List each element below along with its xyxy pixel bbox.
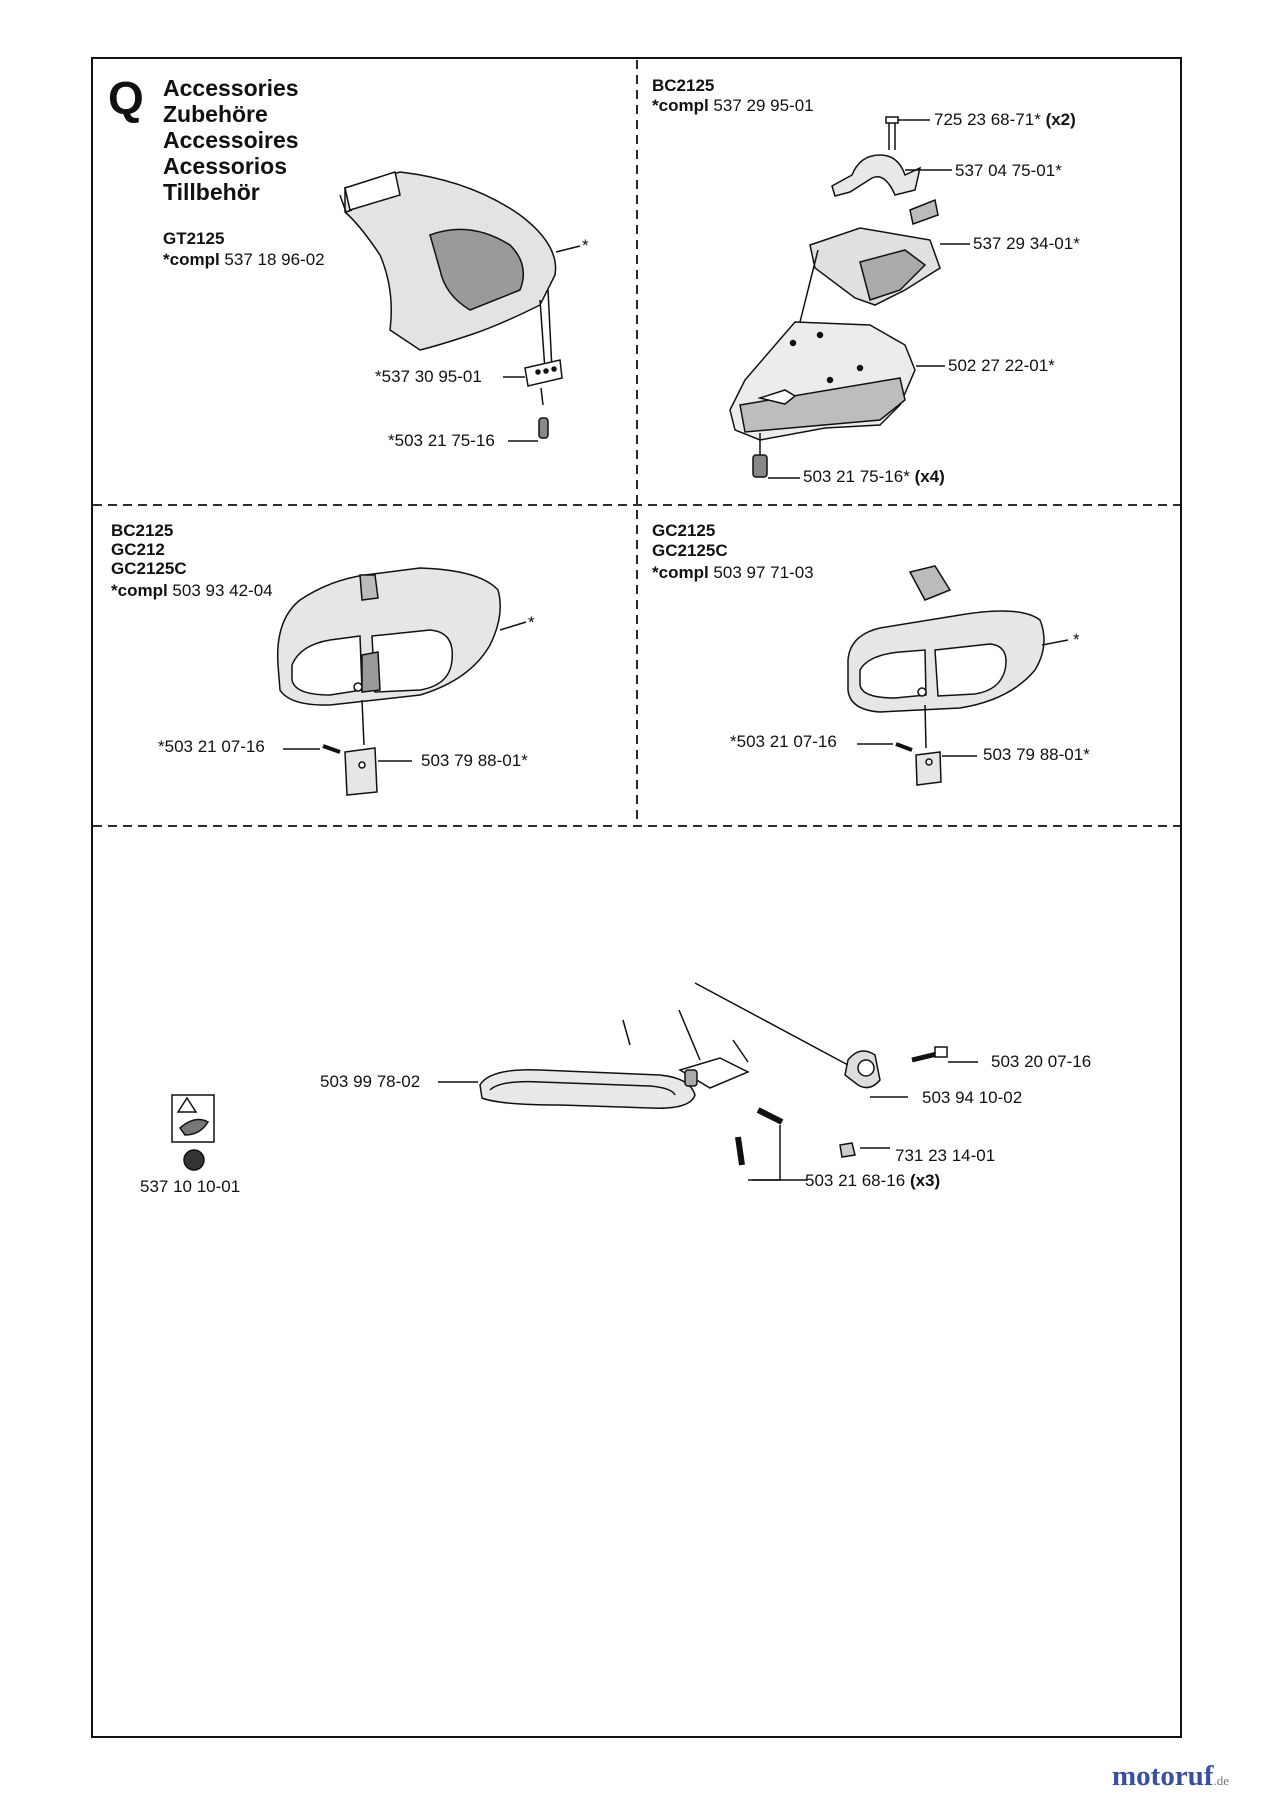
- loop-handle-label: 503 99 78-02: [320, 1072, 421, 1091]
- title-swedish: Tillbehör: [163, 179, 260, 205]
- gt2125-compl: *compl 537 18 96-02: [163, 250, 325, 269]
- title-french: Accessoires: [163, 127, 299, 153]
- gc2125-screw-label: *503 21 07-16: [730, 732, 837, 751]
- gc2125-guard-label: *: [1073, 630, 1080, 649]
- bc2125-mid-compl: *compl 503 93 42-04: [111, 581, 273, 600]
- bc2125-guard-label: 502 27 22-01*: [948, 356, 1055, 375]
- gc2125-plate-label: 503 79 88-01*: [983, 745, 1090, 764]
- handle-nut-label: 731 23 14-01: [895, 1146, 996, 1165]
- diagram-frame: [91, 57, 1182, 1738]
- section-letter: Q: [108, 72, 144, 124]
- warning-decal-drawing: [171, 1094, 215, 1171]
- title-german: Zubehöre: [163, 101, 268, 127]
- bc2125-top-compl: *compl 537 29 95-01: [652, 96, 814, 115]
- bc2125-blade-guard-drawing: [729, 116, 970, 479]
- gc2125-model-2: GC2125C: [652, 541, 728, 560]
- gt2125-model: GT2125: [163, 229, 225, 248]
- gc2125-grass-guard-drawing: [847, 565, 1069, 786]
- gc2125-compl: *compl 503 97 71-03: [652, 563, 814, 582]
- handle-screws-label: 503 21 68-16 (x3): [805, 1171, 941, 1190]
- title-english: Accessories: [163, 75, 299, 101]
- brand-name: motoruf: [1112, 1760, 1214, 1792]
- bc2125-clamp-label: 537 04 75-01*: [955, 161, 1062, 180]
- title-portuguese: Acessorios: [163, 153, 288, 179]
- bc2125-mid-model-2: GC212: [111, 540, 165, 559]
- gt2125-screw-label: *503 21 75-16: [388, 431, 495, 450]
- gc2125-model-1: GC2125: [652, 521, 716, 540]
- handle-bolt-label: 503 20 07-16: [991, 1052, 1092, 1071]
- bc2125-screw-label: 503 21 75-16* (x4): [803, 467, 945, 486]
- handle-clamp-label: 503 94 10-02: [922, 1088, 1023, 1107]
- bc2125-top-model: BC2125: [652, 76, 715, 95]
- gt2125-guard-label: *: [582, 236, 589, 255]
- bc2125-grass-guard-drawing: [276, 567, 527, 796]
- bc2125-mid-model-3: GC2125C: [111, 559, 187, 578]
- decal-label: 537 10 10-01: [140, 1177, 241, 1196]
- gt2125-guard-drawing: [339, 171, 581, 442]
- bc2125-mid-plate-label: 503 79 88-01*: [421, 751, 528, 770]
- bc2125-bolt-label: 725 23 68-71* (x2): [934, 110, 1076, 129]
- bc2125-mid-guard-label: *: [528, 613, 535, 632]
- brand-watermark: motoruf.de: [1112, 1760, 1229, 1797]
- loop-handle-drawing: [438, 982, 978, 1181]
- brand-tld: .de: [1213, 1773, 1230, 1788]
- gt2125-bracket-label: *537 30 95-01: [375, 367, 482, 386]
- bc2125-mid-screw-label: *503 21 07-16: [158, 737, 265, 756]
- bc2125-mid-model-1: BC2125: [111, 521, 174, 540]
- bc2125-holder-label: 537 29 34-01*: [973, 234, 1080, 253]
